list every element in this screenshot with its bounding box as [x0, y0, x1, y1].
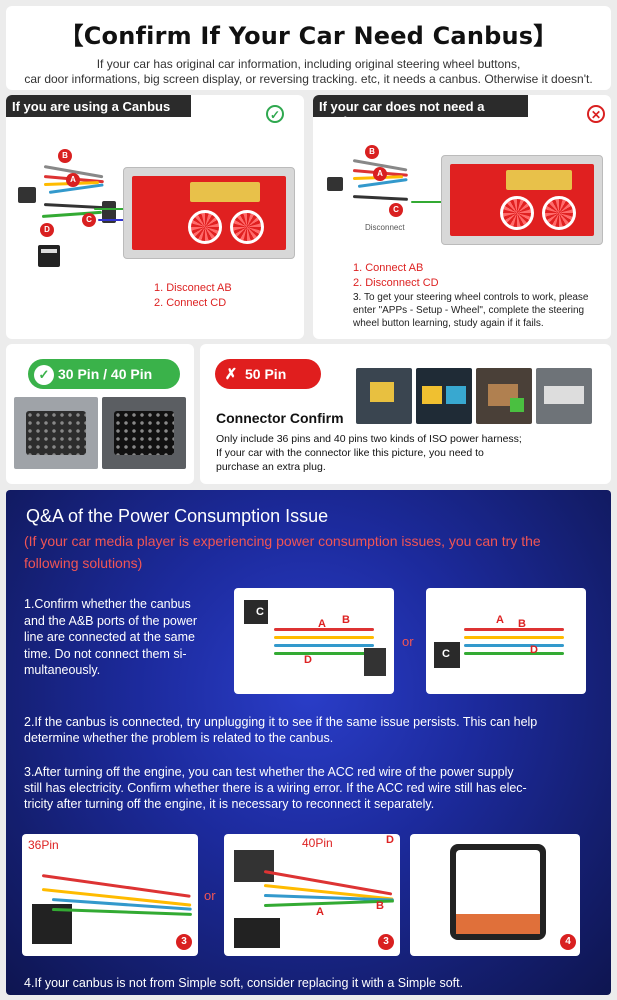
photo2-label-b: B: [518, 618, 526, 630]
qa-step-1-line-3: line are connected at the same: [24, 630, 195, 644]
connector-photo-3: [476, 368, 532, 424]
qa-step-4: 4.If your canbus is not from Simple soft…: [24, 976, 464, 990]
header-banner: 【Confirm If Your Car Need Canbus】 If you…: [6, 6, 611, 90]
simple-soft-canbus-photo: 4: [410, 834, 580, 956]
header-line-2: car door informations, big screen displa…: [24, 72, 593, 86]
label-c: C: [389, 203, 403, 217]
head-unit-diagram: [441, 155, 603, 245]
canbus-panel-title: If you are using a Canbus: [6, 95, 191, 117]
qa-step-2-line-2: determine whether the problem is related…: [24, 731, 334, 745]
step-wheel-learning-3: wheel button learning, study again if it…: [353, 318, 544, 329]
supported-pins-badge: ✓30 Pin / 40 Pin: [28, 359, 180, 389]
head-unit-diagram: [123, 167, 295, 259]
canbus-panel: If you are using a Canbus ✓ A B C D 1. D…: [6, 95, 304, 339]
qa-step-2: 2.If the canbus is connected, try unplug…: [24, 714, 604, 746]
step-disconnect-cd: 2. Disconnect CD: [353, 277, 439, 289]
connector-confirm-desc: Only include 36 pins and 40 pins two kin…: [216, 432, 536, 474]
badge-4: 4: [560, 934, 576, 950]
qa-subtitle: (If your car media player is experiencin…: [24, 533, 541, 571]
page-title: 【Confirm If Your Car Need Canbus】: [59, 22, 558, 50]
connector-confirm-title: Connector Confirm: [216, 410, 344, 426]
wiring-harness-diagram: A B C D: [14, 145, 124, 285]
iso-connector-photo-36pin: [14, 397, 98, 469]
canbus-box: [38, 245, 60, 267]
qa-step-3-line-3: tricity after turning off the engine, it…: [24, 797, 435, 811]
connector-unsupported-card: ✗ 50 Pin Connector Confirm Only include 3…: [200, 344, 611, 484]
acc-wire-36pin-photo: 36Pin 3: [22, 834, 198, 956]
qa-step-1-line-4: time. Do not connect them si-: [24, 646, 187, 661]
unsupported-pins-label: 50 Pin: [245, 366, 287, 382]
qa-step-2-line-1: 2.If the canbus is connected, try unplug…: [24, 715, 538, 729]
photo4-label-d: D: [386, 834, 394, 846]
connector-supported-card: ✓30 Pin / 40 Pin: [6, 344, 194, 484]
header-line-1: If your car has original car information…: [96, 57, 521, 71]
photo2-label-c: C: [442, 648, 450, 660]
qa-step-1: 1.Confirm whether the canbus and the A&B…: [24, 596, 224, 679]
badge-3-a: 3: [176, 934, 192, 950]
step-connect-cd: 2. Connect CD: [154, 297, 227, 309]
label-a: A: [66, 173, 80, 187]
qa-step-1-line-5: multaneously.: [24, 663, 101, 677]
label-b: B: [365, 145, 379, 159]
step-connect-ab: 1. Connect AB: [353, 262, 424, 274]
no-canbus-panel-title: If your car does not need a Canbus: [313, 95, 528, 129]
pin36-label: 36Pin: [28, 838, 59, 852]
qa-step-3: 3.After turning off the engine, you can …: [24, 764, 604, 812]
connector-desc-line-3: purchase an extra plug.: [216, 461, 326, 473]
qa-title: Q&A of the Power Consumption Issue: [26, 506, 329, 526]
photo2-label-a: A: [496, 614, 504, 626]
cross-icon: ✗: [224, 366, 238, 383]
connector-desc-line-1: Only include 36 pins and 40 pins two kin…: [216, 433, 522, 445]
qa-step-1-line-1: 1.Confirm whether the canbus: [24, 597, 191, 611]
label-c: C: [82, 213, 96, 227]
or-label: or: [402, 634, 414, 649]
photo4-label-a: A: [316, 906, 324, 918]
photo1-label-a: A: [318, 618, 326, 630]
badge-3-b: 3: [378, 934, 394, 950]
no-canbus-steps: 1. Connect AB 2. Disconnect CD 3. To get…: [353, 261, 589, 330]
canbus-steps: 1. Disconect AB 2. Connect CD: [154, 281, 232, 311]
photo1-label-d: D: [304, 654, 312, 666]
step-wheel-learning-2: enter "APPs - Setup - Wheel", complete t…: [353, 305, 585, 316]
unsupported-pins-badge: ✗ 50 Pin: [215, 359, 321, 389]
qa-step-3-line-2: still has electricity. Confirm whether t…: [24, 781, 527, 795]
photo1-label-b: B: [342, 614, 350, 626]
acc-wire-40pin-photo: 40Pin A B D 3: [224, 834, 400, 956]
check-icon: ✓: [266, 105, 284, 123]
canbus-ab-photo-2: C A B D: [426, 588, 586, 694]
label-a: A: [373, 167, 387, 181]
photo1-label-c: C: [256, 606, 264, 618]
connector-photo-4: [536, 368, 592, 424]
or-label-2: or: [204, 888, 216, 903]
iso-connector-photo-40pin: [102, 397, 186, 469]
step-wheel-learning-1: 3. To get your steering wheel controls t…: [353, 292, 589, 303]
wiring-harness-diagram: A B C Disconnect: [323, 141, 433, 241]
connector-desc-line-2: If your car with the connector like this…: [216, 447, 484, 459]
connector-photo-2: [416, 368, 472, 424]
step-disconnect-ab: 1. Disconect AB: [154, 282, 232, 294]
cross-icon: ✕: [587, 105, 605, 123]
check-icon: ✓: [34, 365, 54, 385]
qa-step-3-line-1: 3.After turning off the engine, you can …: [24, 765, 514, 779]
label-d: D: [40, 223, 54, 237]
disconnect-label: Disconnect: [365, 223, 405, 232]
pin40-label: 40Pin: [302, 836, 333, 850]
label-b: B: [58, 149, 72, 163]
photo2-label-d: D: [530, 644, 538, 656]
canbus-ab-photo-1: C A B D: [234, 588, 394, 694]
qa-step-1-line-2: and the A&B ports of the power: [24, 613, 198, 628]
photo4-label-b: B: [376, 900, 384, 912]
no-canbus-panel: If your car does not need a Canbus ✕ A B…: [313, 95, 611, 339]
connector-photo-1: [356, 368, 412, 424]
supported-pins-label: 30 Pin / 40 Pin: [58, 366, 153, 382]
qa-section: Q&A of the Power Consumption Issue (If y…: [6, 490, 611, 995]
